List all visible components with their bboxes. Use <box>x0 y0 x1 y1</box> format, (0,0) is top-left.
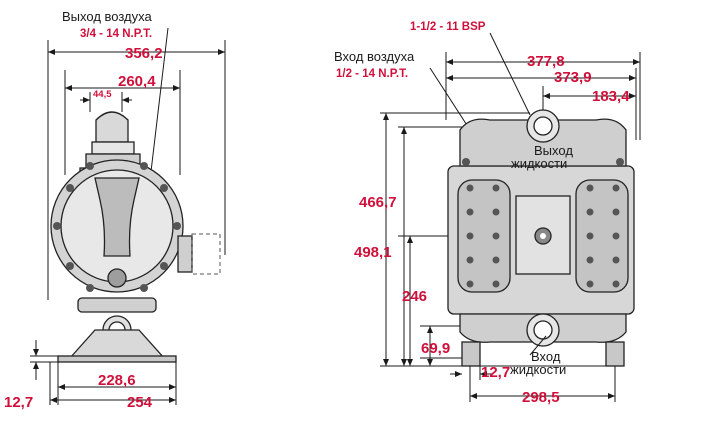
housing-bolts <box>53 162 181 292</box>
dim-label-356: 356,2 <box>125 45 163 62</box>
fluid-inlet-label-1: Вход <box>531 349 561 364</box>
dim-label-254: 254 <box>127 394 153 411</box>
dim-label-183: 183,4 <box>592 88 630 105</box>
dim-label-44: 44,5 <box>93 89 112 100</box>
air-inlet-size: 1/2 - 14 N.P.T. <box>336 68 408 80</box>
dim-label-260: 260,4 <box>118 73 156 90</box>
fluid-inlet-label-2: жидкости <box>510 362 566 377</box>
side-view: Выход воздуха 3/4 - 14 N.P.T. 356,2 260,… <box>4 9 226 411</box>
front-view: 1-1/2 - 11 BSP Вход воздуха 1/2 - 14 N.P… <box>334 21 641 406</box>
dim-label-377: 377,8 <box>527 53 565 70</box>
air-inlet-label: Вход воздуха <box>334 49 415 64</box>
dim-label-228: 228,6 <box>98 372 136 389</box>
dim-label-373: 373,9 <box>554 69 592 86</box>
fluid-outlet-label-2: жидкости <box>511 156 567 171</box>
fluid-outlet-size: 1-1/2 - 11 BSP <box>410 21 486 33</box>
dim-label-466: 466,7 <box>359 194 397 211</box>
dim-label-12-7-right: 12,7 <box>481 364 510 381</box>
air-outlet-label: Выход воздуха <box>62 9 152 24</box>
dim-label-12-7-left: 12,7 <box>4 394 33 411</box>
dim-label-298: 298,5 <box>522 389 560 406</box>
fluid-outlet-label-1: Выход <box>534 143 573 158</box>
air-outlet-size: 3/4 - 14 N.P.T. <box>80 28 152 40</box>
dim-label-246: 246 <box>402 288 427 305</box>
dim-label-498: 498,1 <box>354 244 392 261</box>
dim-label-69: 69,9 <box>421 340 450 357</box>
